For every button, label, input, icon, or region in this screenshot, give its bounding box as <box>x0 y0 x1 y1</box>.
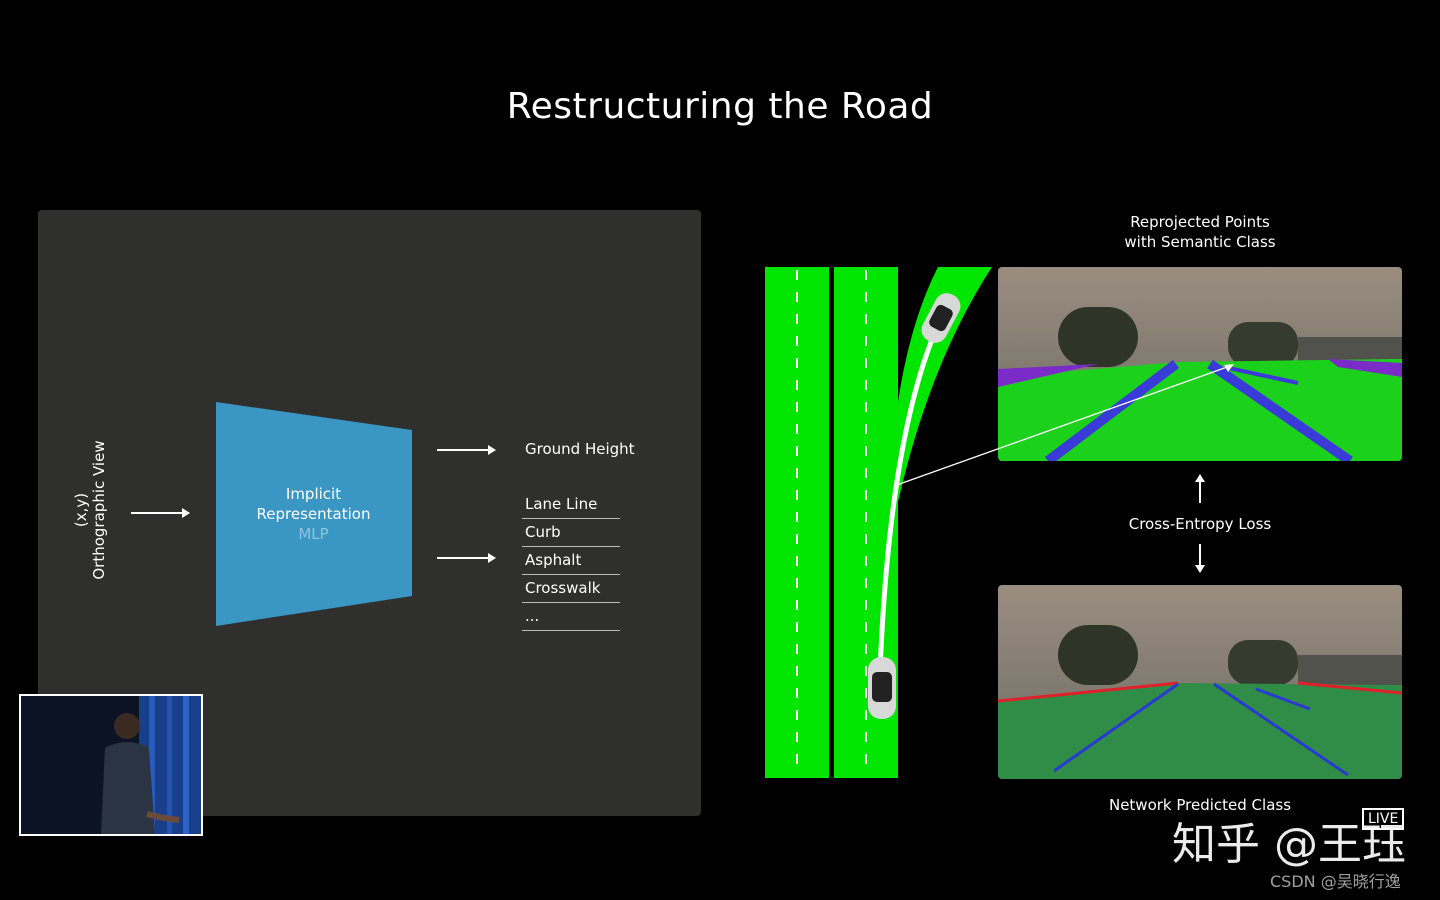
slide-title: Restructuring the Road <box>506 86 934 127</box>
speaker-image <box>21 696 201 834</box>
loss-label: Cross-Entropy Loss <box>1128 515 1272 533</box>
loss-arrow-down <box>1199 544 1201 572</box>
class-item: Lane Line <box>522 492 620 519</box>
road-topdown-view <box>765 267 992 778</box>
ground-height-label: Ground Height <box>525 440 635 458</box>
mlp-label-line3: MLP <box>298 525 329 543</box>
mlp-label: Implicit Representation MLP <box>216 484 411 544</box>
bottom-caption: Network Predicted Class <box>1108 796 1292 814</box>
correspondence-line <box>893 364 1234 487</box>
csdn-watermark: CSDN @吴晓行逸 <box>1270 872 1401 891</box>
speaker-video-inset <box>19 694 203 836</box>
class-item: Asphalt <box>522 548 620 575</box>
class-item: Curb <box>522 520 620 547</box>
input-coordinates: (x,y) <box>72 492 90 528</box>
network-predicted-image <box>998 585 1402 779</box>
input-arrow <box>131 508 190 518</box>
class-item: Crosswalk <box>522 576 620 603</box>
mlp-label-line2: Representation <box>256 505 371 523</box>
mlp-trapezoid <box>216 402 412 626</box>
top-caption-line1: Reprojected Points <box>1130 213 1270 231</box>
loss-arrow-up <box>1199 475 1201 503</box>
car-icon <box>868 657 896 719</box>
top-caption-line2: with Semantic Class <box>1124 233 1276 251</box>
reprojected-points-image <box>998 267 1402 461</box>
output-arrow-class <box>437 553 496 563</box>
top-caption: Reprojected Points with Semantic Class <box>1100 212 1300 252</box>
input-label: (x,y) Orthographic View <box>72 430 108 590</box>
live-badge: LIVE <box>1362 808 1405 830</box>
input-view: Orthographic View <box>90 440 108 580</box>
watermark: 知乎 @王珏 <box>1172 819 1406 870</box>
car-icon <box>921 293 961 343</box>
mlp-label-line1: Implicit <box>285 485 342 503</box>
class-item: ... <box>522 604 620 631</box>
output-arrow-height <box>437 445 496 455</box>
semantic-class-list: Lane Line Curb Asphalt Crosswalk ... <box>522 492 620 632</box>
